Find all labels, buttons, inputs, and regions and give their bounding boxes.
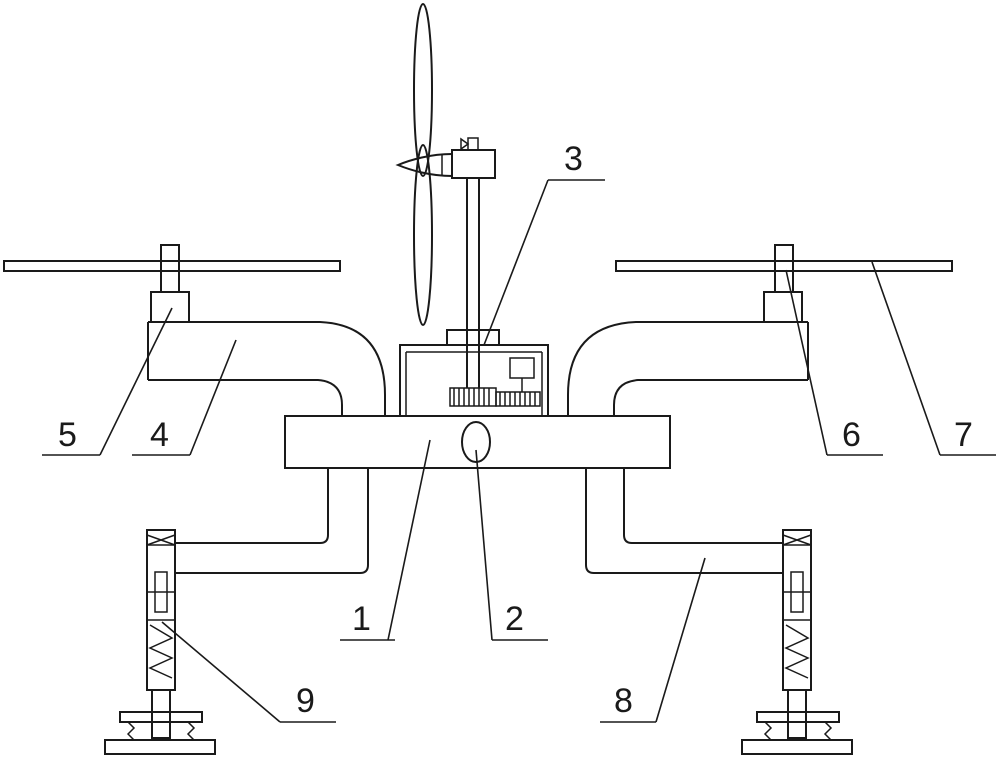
right-rotor bbox=[615, 244, 953, 323]
center-mast bbox=[395, 137, 496, 388]
part-labels: 1 2 3 4 5 6 7 8 9 bbox=[58, 140, 973, 720]
gear-housing bbox=[399, 329, 549, 417]
gear-train bbox=[449, 387, 541, 407]
label-3: 3 bbox=[564, 140, 583, 178]
front-propeller bbox=[413, 3, 433, 326]
label-8: 8 bbox=[614, 682, 633, 720]
left-arm bbox=[147, 321, 386, 416]
left-leg-support bbox=[175, 468, 369, 574]
label-5: 5 bbox=[58, 416, 77, 454]
label-6: 6 bbox=[842, 416, 861, 454]
label-7: 7 bbox=[954, 416, 973, 454]
right-arm bbox=[567, 321, 809, 416]
left-rotor bbox=[3, 244, 341, 323]
label-9: 9 bbox=[296, 682, 315, 720]
label-4: 4 bbox=[150, 416, 169, 454]
body-port-circle bbox=[461, 421, 491, 463]
label-2: 2 bbox=[505, 600, 524, 638]
leader-lines bbox=[42, 179, 996, 723]
left-damper-assembly bbox=[104, 529, 216, 755]
right-damper-assembly bbox=[741, 529, 853, 755]
right-leg-support bbox=[585, 468, 783, 574]
label-1: 1 bbox=[352, 600, 371, 638]
